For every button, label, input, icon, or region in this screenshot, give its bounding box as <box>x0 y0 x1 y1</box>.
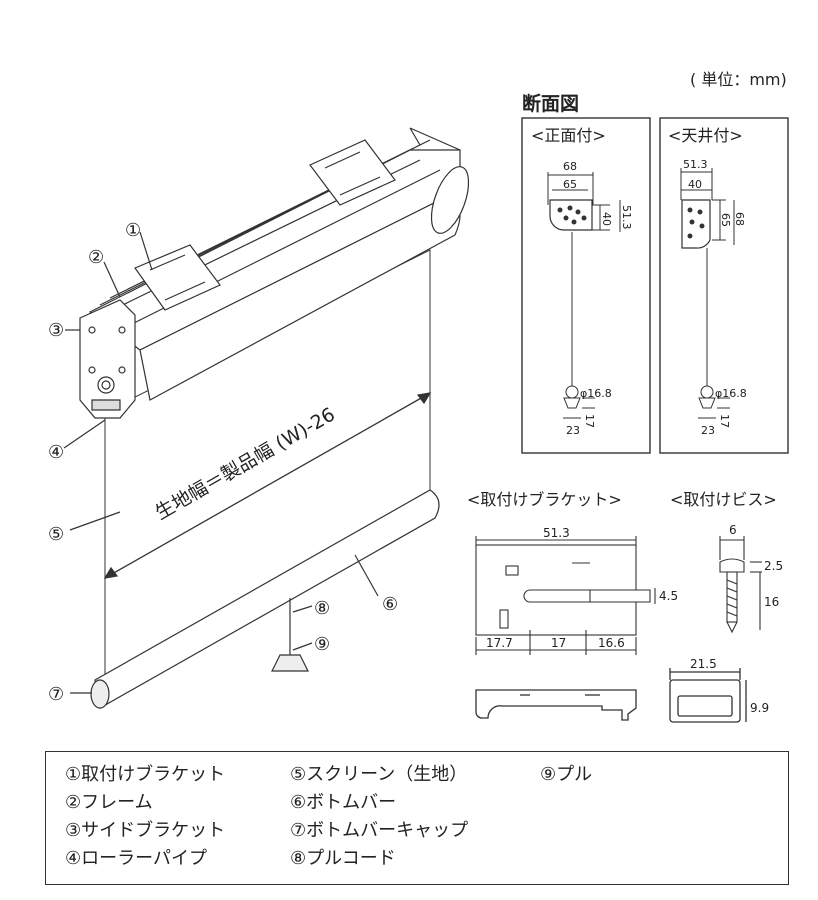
callout-1: ① <box>125 220 141 241</box>
legend-item: ⑦ボトムバーキャップ <box>290 820 469 841</box>
bracket-drawing <box>475 536 656 655</box>
ceiling-mount-label: <天井付> <box>668 126 743 145</box>
front-dim-513: 51.3 <box>620 205 633 230</box>
cap-dim-99: 9.9 <box>750 701 769 715</box>
legend-item: ①取付けブラケット <box>65 764 226 785</box>
section-title: 断面図 <box>522 92 579 115</box>
unit-note: ( 単位：mm) <box>690 70 787 89</box>
callout-6: ⑥ <box>382 594 398 615</box>
bracket-side-view <box>475 689 637 721</box>
callout-4: ④ <box>48 442 64 463</box>
callout-2: ② <box>88 247 104 268</box>
front-mount-section <box>547 172 621 419</box>
legend-item: ④ローラーパイプ <box>65 848 207 869</box>
callout-8: ⑧ <box>314 598 330 619</box>
bracket-title: <取付けブラケット> <box>467 490 622 509</box>
ceiling-dim-pull-h: 17 <box>718 414 731 428</box>
roller-blind-illustration <box>63 127 470 709</box>
legend-item: ⑤スクリーン（生地） <box>290 764 468 785</box>
bracket-dim-177: 17.7 <box>486 636 513 650</box>
cap-drawing <box>669 668 747 723</box>
ceiling-mount-section <box>680 168 735 419</box>
screw-dim-6: 6 <box>729 523 737 537</box>
legend-item: ②フレーム <box>65 792 153 813</box>
front-dim-pull-h: 17 <box>583 414 596 428</box>
ceiling-dim-40: 40 <box>688 178 702 191</box>
ceiling-dim-513: 51.3 <box>683 158 708 171</box>
ceiling-mount-panel <box>659 117 789 454</box>
parts-legend: ①取付けブラケット ②フレーム ③サイドブラケット ④ローラーパイプ ⑤スクリー… <box>45 751 789 885</box>
bracket-dim-17: 17 <box>551 636 566 650</box>
front-mount-panel <box>521 117 651 454</box>
ceiling-dim-65: 65 <box>719 213 732 227</box>
bracket-dim-45: 4.5 <box>659 589 678 603</box>
legend-item: ⑧プルコード <box>290 848 396 869</box>
ceiling-dim-pull-w: 23 <box>701 424 715 437</box>
callout-9: ⑨ <box>314 634 330 655</box>
front-dim-pull-w: 23 <box>566 424 580 437</box>
front-mount-label: <正面付> <box>531 126 606 145</box>
bracket-dim-166: 16.6 <box>598 636 625 650</box>
front-dim-68: 68 <box>563 160 577 173</box>
screw-dim-16: 16 <box>764 595 779 609</box>
ceiling-dim-pull-dia: φ16.8 <box>715 387 747 400</box>
front-dim-pull-dia: φ16.8 <box>580 387 612 400</box>
ceiling-dim-68: 68 <box>733 212 746 226</box>
legend-item: ⑨プル <box>540 764 593 785</box>
legend-item: ⑥ボトムバー <box>290 792 397 813</box>
callout-7: ⑦ <box>48 684 64 705</box>
front-dim-65: 65 <box>563 178 577 191</box>
screw-dim-25: 2.5 <box>764 559 783 573</box>
callout-3: ③ <box>48 320 64 341</box>
legend-item: ③サイドブラケット <box>65 820 226 841</box>
bracket-dim-513: 51.3 <box>543 526 570 540</box>
front-dim-40: 40 <box>600 212 613 226</box>
callout-5: ⑤ <box>48 524 64 545</box>
screw-title: <取付けビス> <box>670 490 777 509</box>
cap-dim-215: 21.5 <box>690 657 717 671</box>
screw-drawing <box>719 536 762 634</box>
